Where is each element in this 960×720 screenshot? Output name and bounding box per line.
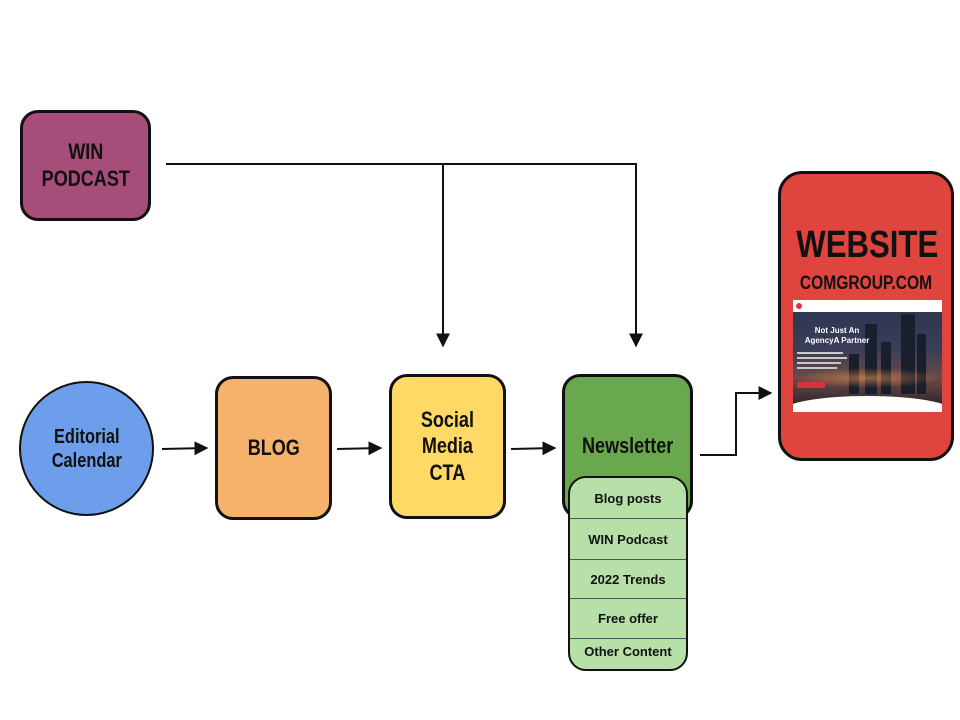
website-title: WEBSITE — [796, 224, 939, 266]
thumbnail-headline: Not Just An AgencyA Partner — [797, 326, 877, 345]
editorial-calendar-label-line-1: Editorial — [53, 425, 120, 448]
blog-label: BLOG — [247, 434, 300, 460]
thumbnail-text-line — [797, 367, 837, 369]
editorial-calendar-node[interactable]: Editorial Calendar — [19, 381, 154, 516]
blog-node[interactable]: BLOG — [215, 376, 332, 520]
newsletter-contents-list: Blog posts WIN Podcast 2022 Trends Free … — [568, 476, 688, 671]
list-item-other-content[interactable]: Other Content — [584, 643, 672, 659]
thumbnail-cta-button — [797, 382, 825, 388]
win-podcast-label-line-2: PODCAST — [41, 165, 130, 191]
list-divider — [570, 518, 686, 519]
website-domain: COMGROUP.COM — [799, 273, 933, 294]
thumbnail-wave — [793, 396, 942, 412]
list-item-win-podcast[interactable]: WIN Podcast — [588, 531, 668, 547]
edge-calendar-to-blog — [161, 441, 209, 456]
editorial-calendar-label-line-2: Calendar — [51, 449, 122, 472]
win-podcast-node[interactable]: WIN PODCAST — [20, 110, 151, 221]
list-divider — [570, 638, 686, 639]
social-label-line-1: Social — [420, 406, 475, 432]
list-divider — [570, 559, 686, 560]
edge-podcast-to-social — [166, 163, 450, 348]
thumbnail-headline-line-2: AgencyA Partner — [804, 335, 870, 345]
thumbnail-text-line — [797, 362, 841, 364]
thumbnail-logo-icon — [796, 303, 802, 309]
thumbnail-nav-bar — [793, 300, 942, 312]
social-media-cta-node[interactable]: Social Media CTA — [389, 374, 506, 519]
edge-blog-to-social — [336, 441, 383, 456]
edge-podcast-to-newsletter — [360, 163, 643, 348]
list-item-blog-posts[interactable]: Blog posts — [594, 490, 662, 506]
edge-social-to-newsletter — [510, 441, 557, 456]
thumbnail-text-line — [797, 357, 847, 359]
thumbnail-headline-line-1: Not Just An — [814, 326, 860, 335]
thumbnail-building — [917, 334, 926, 394]
list-divider — [570, 598, 686, 599]
website-node[interactable]: WEBSITE COMGROUP.COM Not Just An AgencyA… — [778, 171, 954, 461]
social-label-line-3: CTA — [429, 459, 466, 485]
thumbnail-city-lights — [793, 368, 942, 388]
edge-newsletter-to-website — [700, 386, 773, 456]
website-thumbnail-image: Not Just An AgencyA Partner — [793, 300, 942, 412]
thumbnail-text-line — [797, 352, 843, 354]
newsletter-label: Newsletter — [581, 433, 674, 458]
list-item-2022-trends[interactable]: 2022 Trends — [590, 571, 666, 587]
list-item-free-offer[interactable]: Free offer — [598, 610, 658, 626]
win-podcast-label-line-1: WIN — [67, 139, 104, 165]
social-label-line-2: Media — [421, 433, 474, 459]
